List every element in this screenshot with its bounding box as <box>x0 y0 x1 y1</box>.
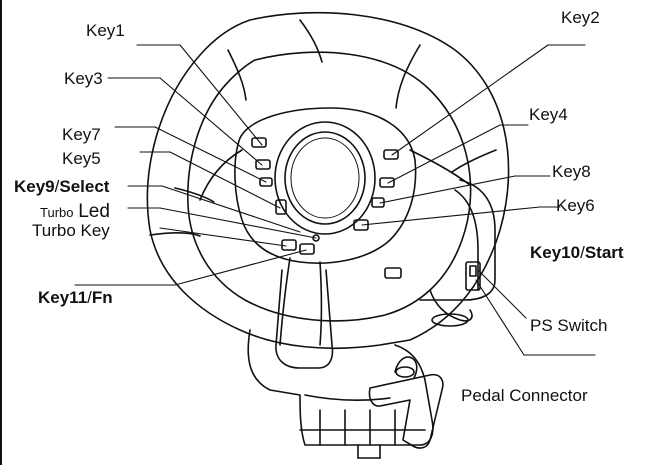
label-pedal-connector: Pedal Connector <box>461 386 588 405</box>
label-fn: Fn <box>91 288 113 307</box>
label-ps-switch: PS Switch <box>530 316 608 335</box>
label-key6: Key6 <box>556 196 595 215</box>
clamp-handle <box>368 373 444 449</box>
label-key10: Key10 <box>530 243 581 262</box>
bottom-grip <box>275 269 334 369</box>
center-badge-outer <box>274 121 376 235</box>
wheel-hub <box>234 107 417 264</box>
pedestal <box>247 329 434 446</box>
label-key5: Key5 <box>62 149 101 168</box>
label-key8: Key8 <box>552 162 591 181</box>
base-housing <box>419 179 496 301</box>
label-turbo-key: Turbo Key <box>32 221 110 240</box>
label-turbo-led: Turbo Led <box>40 202 110 221</box>
label-start: Start <box>584 243 624 262</box>
label-key4: Key4 <box>529 105 568 124</box>
label-key2: Key2 <box>561 8 600 27</box>
label-slash-fn: / <box>87 288 92 307</box>
label-key9: Key9 <box>14 177 55 196</box>
label-slash-select: / <box>54 177 60 196</box>
label-key10-start: Key10/Start <box>530 244 624 261</box>
label-slash-start: / <box>580 243 585 262</box>
label-turbo-led-prefix: Turbo <box>40 205 74 220</box>
label-turbo-led-suffix: Led <box>78 201 110 222</box>
label-key7: Key7 <box>62 125 101 144</box>
wheel-rim-outer <box>146 11 510 350</box>
center-badge-inner <box>284 131 366 225</box>
wheel-rim-inner <box>187 51 472 322</box>
label-key1: Key1 <box>86 21 125 40</box>
label-key9-select: Key9/Select <box>14 178 109 195</box>
label-select: Select <box>59 177 110 196</box>
label-key11: Key11 <box>38 288 88 307</box>
label-key3: Key3 <box>64 69 103 88</box>
label-key11-fn: Key11/Fn <box>38 289 113 306</box>
